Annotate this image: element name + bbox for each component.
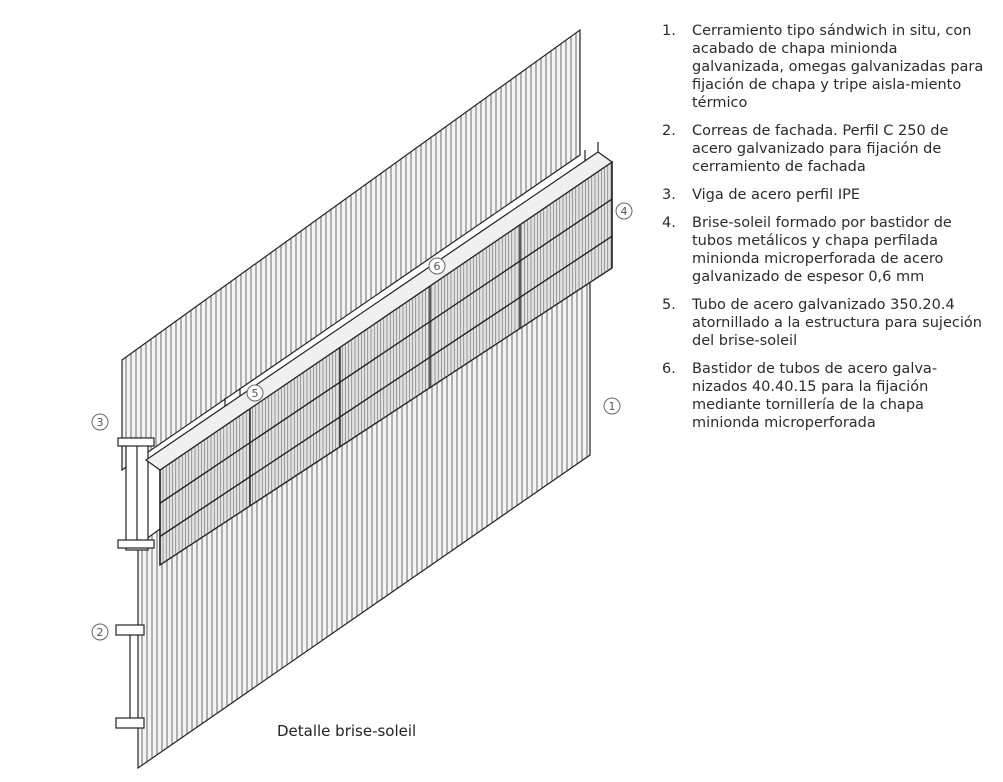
facade-purlins [115,624,145,729]
svg-text:6: 6 [434,260,441,273]
legend-text: Correas de fachada. Perfil C 250 de acer… [692,123,949,175]
legend-list: 1. Cerramiento tipo sándwich in situ, con… [662,22,992,442]
ipe-steel-beam [117,437,155,551]
legend-number: 6. [662,361,676,377]
legend-item: 4. Brise-soleil formado por bastidor de t… [662,214,992,286]
brise-soleil-frame-tubes [159,162,613,565]
legend-item: 2. Correas de fachada. Perfil C 250 de ac… [662,122,992,176]
legend-item: 1. Cerramiento tipo sándwich in situ, con… [662,22,992,112]
svg-text:3: 3 [97,416,104,429]
legend-number: 1. [662,23,676,39]
svg-text:5: 5 [252,387,259,400]
legend-number: 3. [662,187,676,203]
svg-text:4: 4 [621,205,628,218]
legend-item: 6. Bastidor de tubos de acero galva-nizad… [662,360,992,432]
legend-text: Viga de acero perfil IPE [692,187,861,203]
microperforated-mesh [162,162,612,564]
legend-item: 5. Tubo de acero galvanizado 350.20.4 ato… [662,296,992,350]
svg-text:2: 2 [97,626,104,639]
drawing-caption: Detalle brise-soleil [277,722,417,740]
legend-number: 2. [662,123,676,139]
callout-2: 2 [91,623,109,641]
callout-4: 4 [615,202,633,220]
callout-5: 5 [246,384,264,402]
legend-text: Tubo de acero galvanizado 350.20.4 atorn… [692,297,982,349]
legend-text: Bastidor de tubos de acero galva-nizados… [692,361,938,431]
svg-text:1: 1 [609,400,616,413]
callout-1: 1 [603,397,621,415]
legend-text: Brise-soleil formado por bastidor de tub… [692,215,952,285]
callout-6: 6 [428,257,446,275]
legend-item: 3. Viga de acero perfil IPE [662,186,992,204]
facade-axonometric-drawing: 1 2 3 4 5 6 [91,28,633,770]
legend-number: 4. [662,215,676,231]
callout-3: 3 [91,413,109,431]
legend-text: Cerramiento tipo sándwich in situ, con a… [692,23,984,111]
upper-cladding-corrugations [125,32,577,468]
legend-number: 5. [662,297,676,313]
